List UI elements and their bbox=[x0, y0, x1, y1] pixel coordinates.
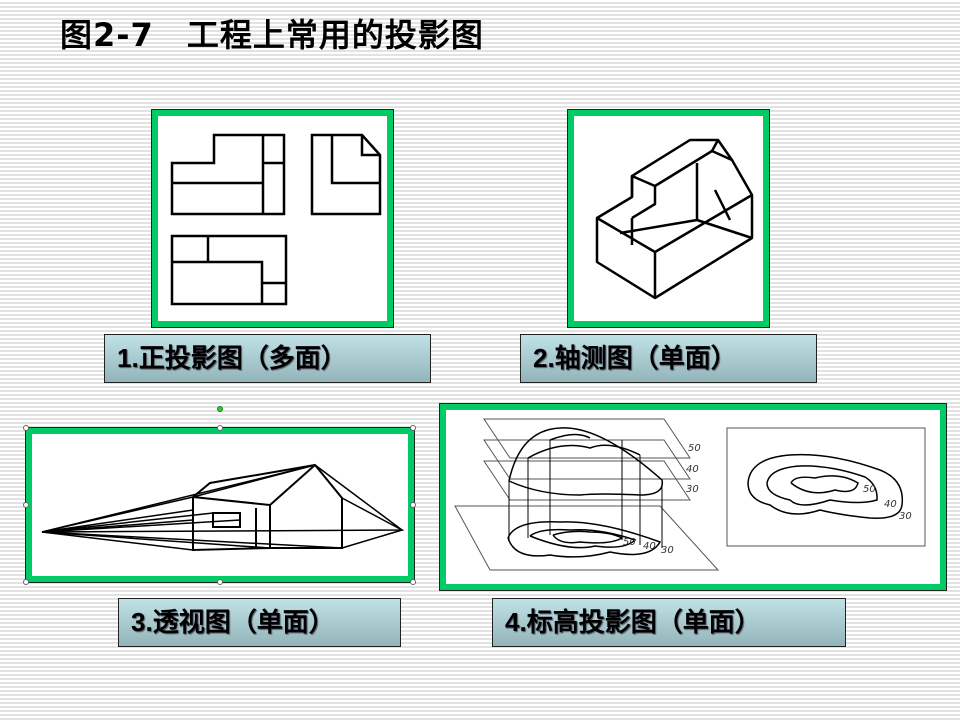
resize-handle[interactable] bbox=[23, 425, 29, 431]
perspective-image[interactable] bbox=[25, 427, 415, 583]
label-number: 2. bbox=[533, 343, 555, 373]
orthographic-projection-image[interactable] bbox=[151, 109, 394, 328]
label-text: 标高投影图（单面） bbox=[526, 608, 761, 638]
resize-handle[interactable] bbox=[23, 502, 29, 508]
resize-handle[interactable] bbox=[410, 502, 416, 508]
label-text: 轴测图（单面） bbox=[554, 344, 737, 374]
label-perspective: 3.透视图（单面） bbox=[118, 598, 401, 647]
axonometric-image[interactable] bbox=[567, 109, 770, 328]
label-orthographic: 1.正投影图（多面） bbox=[104, 334, 431, 383]
resize-handle[interactable] bbox=[217, 579, 223, 585]
rotate-handle[interactable] bbox=[217, 406, 223, 412]
label-axonometric: 2.轴测图（单面） bbox=[520, 334, 817, 383]
resize-handle[interactable] bbox=[217, 425, 223, 431]
label-number: 3. bbox=[131, 607, 153, 637]
resize-handle[interactable] bbox=[23, 579, 29, 585]
resize-handle[interactable] bbox=[410, 425, 416, 431]
label-text: 正投影图（多面） bbox=[138, 344, 347, 374]
label-number: 1. bbox=[117, 343, 139, 373]
label-elevation: 4.标高投影图（单面） bbox=[492, 598, 846, 647]
slide-title: 图2-7 工程上常用的投影图 bbox=[60, 16, 484, 54]
resize-handle[interactable] bbox=[410, 579, 416, 585]
label-text: 透视图（单面） bbox=[152, 608, 335, 638]
label-number: 4. bbox=[505, 607, 527, 637]
elevation-projection-image[interactable] bbox=[439, 403, 947, 591]
